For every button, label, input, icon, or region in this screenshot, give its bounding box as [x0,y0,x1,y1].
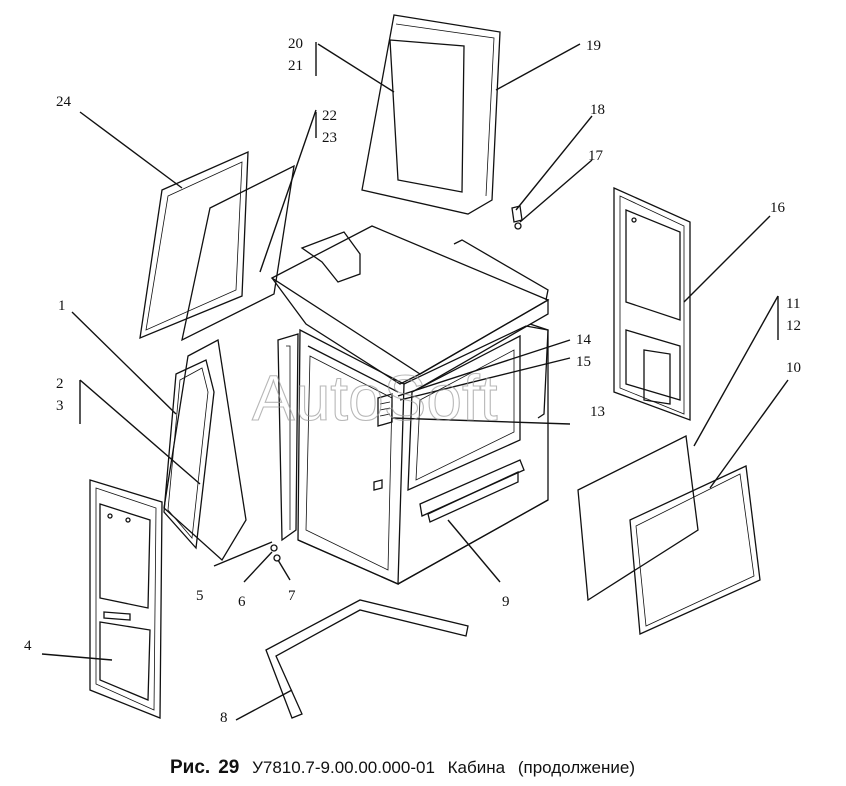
label-7: 7 [288,588,296,604]
label-1: 1 [58,298,66,314]
label-3: 3 [56,398,64,414]
figure-caption: Рис. 29 У7810.7-9.00.00.000-01 Кабина (пр… [170,757,730,783]
right-window-seal [629,465,761,635]
label-20: 20 [288,36,303,52]
label-5: 5 [196,588,204,604]
label-12: 12 [786,318,801,334]
rear-window-glass [181,164,295,342]
right-door [613,186,691,421]
label-22: 22 [322,108,337,124]
leader-lines [41,42,789,721]
label-6: 6 [238,594,246,610]
label-8: 8 [220,710,228,726]
left-door [89,479,163,719]
label-11: 11 [786,296,800,312]
label-15: 15 [576,354,591,370]
side-window-glass [163,338,247,562]
label-21: 21 [288,58,303,74]
caption-code: У7810.7-9.00.00.000-01 [252,758,435,777]
right-window-glass [577,435,699,602]
label-14: 14 [576,332,592,348]
label-2: 2 [56,376,64,392]
label-18: 18 [590,102,605,118]
caption-number: 29 [218,757,240,778]
label-13: 13 [590,404,605,420]
label-23: 23 [322,130,337,146]
caption-title: Кабина [447,758,506,777]
callout-labels: 24 20 21 19 22 23 18 17 16 1 2 3 14 15 1… [24,36,801,726]
pillar-post [270,333,299,562]
label-10: 10 [786,360,801,376]
label-17: 17 [588,148,604,164]
windshield-seal [265,599,469,719]
label-16: 16 [770,200,786,216]
caption-subtitle: (продолжение) [517,758,635,777]
cabin-body [270,225,550,585]
top-window-glass [361,14,501,215]
label-19: 19 [586,38,601,54]
label-24: 24 [56,94,72,110]
watermark: AutoSoft [252,362,498,434]
rear-window-frame [139,150,249,340]
label-9: 9 [502,594,510,610]
caption-prefix: Рис. [170,757,211,778]
label-4: 4 [24,638,32,654]
